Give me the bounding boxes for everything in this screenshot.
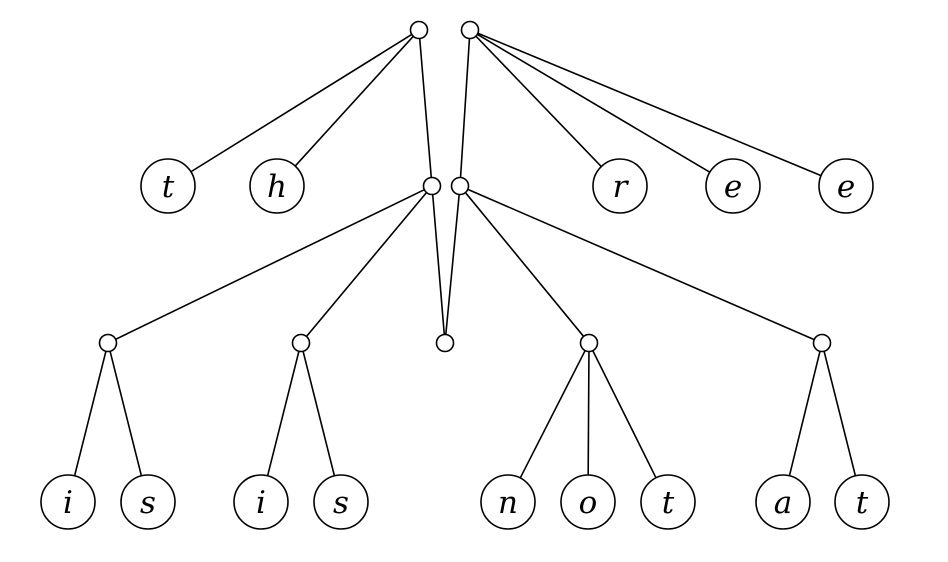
node-layer: t h r e e i s i s n o t a t — [40, 20, 890, 530]
node-label: a — [774, 485, 792, 521]
node-label: e — [724, 169, 742, 205]
tree-edge — [475, 35, 603, 168]
node-circle — [450, 176, 470, 196]
tree-edge — [477, 32, 822, 177]
node-circle — [140, 158, 196, 214]
tree-leaf-node: i — [40, 474, 96, 530]
tree-edge — [294, 35, 415, 167]
tree-edge — [823, 350, 857, 477]
tree-edge — [418, 37, 433, 179]
tree-leaf-node: r — [592, 158, 648, 214]
tree-leaf-node: o — [560, 474, 616, 530]
node-circle — [480, 474, 536, 530]
node-circle — [233, 474, 289, 530]
tree-edge — [73, 350, 107, 477]
tree-edge — [587, 350, 590, 476]
tree-edge — [266, 350, 300, 477]
node-circle — [640, 474, 696, 530]
tree-internal-node — [460, 20, 480, 40]
node-circle — [313, 474, 369, 530]
node-label: o — [579, 485, 598, 521]
node-circle — [579, 333, 599, 353]
tree-edge — [788, 350, 821, 477]
tree-edge — [431, 193, 446, 336]
tree-leaf-node: e — [705, 158, 761, 214]
node-label: e — [837, 169, 855, 205]
tree-edge — [476, 33, 711, 174]
tree-edge — [305, 191, 428, 338]
tree-internal-node — [812, 333, 832, 353]
node-label: s — [333, 485, 349, 521]
tree-leaf-node: s — [313, 474, 369, 530]
node-circle — [40, 474, 96, 530]
tree-internal-node — [579, 333, 599, 353]
node-circle — [249, 158, 305, 214]
node-label: i — [63, 485, 73, 521]
tree-edge — [459, 37, 471, 179]
node-label: h — [267, 169, 287, 205]
tree-leaf-node: n — [480, 474, 536, 530]
node-label: t — [662, 485, 675, 521]
tree-internal-node — [291, 333, 311, 353]
node-circle — [460, 20, 480, 40]
node-label: t — [856, 485, 869, 521]
node-circle — [560, 474, 616, 530]
node-circle — [592, 158, 648, 214]
node-circle — [98, 333, 118, 353]
tree-edge — [466, 188, 816, 341]
tree-leaf-node: e — [818, 158, 874, 214]
tree-leaf-node: s — [120, 474, 176, 530]
node-circle — [818, 158, 874, 214]
node-label: n — [498, 485, 518, 521]
tree-leaf-node: h — [249, 158, 305, 214]
node-circle — [435, 333, 455, 353]
tree-leaf-node: i — [233, 474, 289, 530]
node-circle — [834, 474, 890, 530]
tree-internal-node — [98, 333, 118, 353]
tree-edge — [519, 349, 586, 479]
tree-internal-node — [409, 20, 429, 40]
tree-internal-node — [435, 333, 455, 353]
tree-edge — [190, 33, 413, 173]
node-circle — [755, 474, 811, 530]
tree-leaf-node: t — [140, 158, 196, 214]
node-label: i — [256, 485, 266, 521]
tree-edge — [464, 191, 585, 338]
tree-leaf-node: a — [755, 474, 811, 530]
node-circle — [291, 333, 311, 353]
tree-edge — [109, 350, 143, 477]
node-label: t — [162, 169, 175, 205]
node-circle — [705, 158, 761, 214]
node-label: r — [613, 169, 630, 205]
node-circle — [409, 20, 429, 40]
tree-internal-node — [422, 176, 442, 196]
tree-edge — [591, 349, 657, 479]
edge-layer — [73, 32, 857, 479]
node-circle — [812, 333, 832, 353]
tree-edge — [114, 188, 426, 341]
tree-leaf-node: t — [640, 474, 696, 530]
tree-leaf-node: t — [834, 474, 890, 530]
node-circle — [120, 474, 176, 530]
node-label: s — [140, 485, 156, 521]
tree-internal-node — [450, 176, 470, 196]
node-circle — [422, 176, 442, 196]
tree-edge — [445, 193, 460, 336]
tree-edge — [302, 350, 336, 477]
